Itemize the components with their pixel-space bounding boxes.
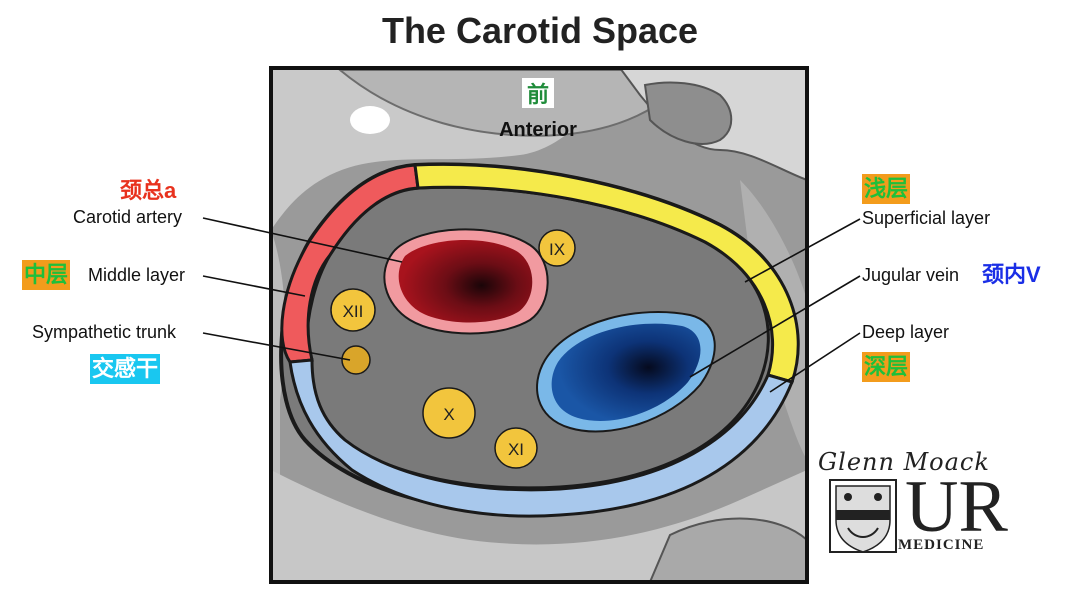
nerve-ix-label: IX (549, 240, 565, 259)
carotid-artery-label: Carotid artery (73, 207, 183, 227)
leader-sympathetic-trunk (202, 332, 351, 361)
nerve-x-label: X (443, 405, 454, 424)
logo-signature: Glenn Moack (818, 448, 990, 476)
leader-deep-layer (769, 332, 861, 393)
superficial-layer-cn: 浅层 (862, 174, 911, 204)
leader-middle-layer (202, 275, 306, 297)
image-frame (269, 66, 809, 584)
jugular-vein-label: Jugular vein (862, 265, 960, 285)
leader-lines (202, 217, 861, 393)
carotid-artery-cn: 颈总a (120, 178, 177, 203)
logo-sub: MEDICINE (898, 537, 985, 553)
leader-jugular-vein (689, 275, 861, 378)
sympathetic-trunk-node (341, 345, 371, 375)
nerve-x: X (422, 387, 476, 439)
page-title: The Carotid Space (381, 10, 699, 51)
carotid-artery-lumen (398, 240, 533, 323)
sympathetic-trunk-cn: 交感干 (90, 354, 161, 384)
deep-layer-band (288, 358, 795, 518)
anterior-label: Anterior (499, 119, 577, 141)
leader-carotid-artery (202, 217, 403, 263)
ur-seal-icon (829, 479, 897, 553)
nerve-xi: XI (494, 427, 538, 469)
jugular-vein-cn: 颈内V (982, 262, 1041, 287)
middle-layer-label: Middle layer (88, 265, 186, 285)
nerve-xii-label: XII (343, 302, 364, 321)
anterior-cn: 前 (527, 82, 549, 108)
nerve-xi-label: XI (508, 440, 524, 459)
deep-layer-label: Deep layer (862, 322, 950, 342)
anterior-cn-bg (522, 78, 554, 108)
nerve-ix: IX (538, 229, 576, 267)
leader-superficial-layer (744, 218, 861, 283)
nerve-xii: XII (330, 288, 376, 332)
middle-layer-cn: 中层 (22, 260, 71, 290)
logo-brand: UR (905, 466, 1008, 548)
superficial-layer-label: Superficial layer (862, 208, 991, 228)
jugular-vein-lumen (551, 323, 701, 421)
deep-layer-cn: 深层 (862, 352, 911, 382)
sympathetic-trunk-label: Sympathetic trunk (32, 322, 177, 342)
